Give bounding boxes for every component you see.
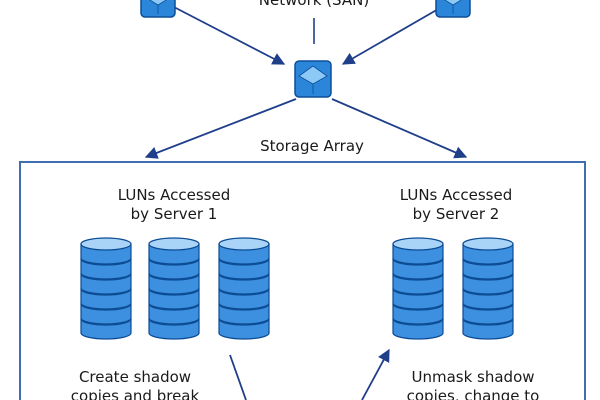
lun-disk-stack-server1	[148, 237, 200, 340]
step-unmask-shadow-line2: copies, change to	[406, 387, 540, 400]
arrow-right-server-to-switch	[341, 7, 441, 65]
arrow-left-server-to-switch	[171, 5, 286, 65]
arrow-create-shadow-copies	[229, 354, 247, 400]
arrow-switch-to-left-luns	[144, 98, 297, 159]
server1-luns-title-line2: by Server 1	[130, 205, 218, 223]
server-2-node-icon	[435, 0, 471, 18]
san-switch-icon	[294, 60, 332, 98]
lun-disk-stack-server1	[218, 237, 270, 340]
storage-array-label: Storage Array	[260, 137, 364, 155]
server2-luns-title-line2: by Server 2	[412, 205, 500, 223]
server1-luns-title-line1: LUNs Accessed	[117, 186, 231, 204]
server-1-node-icon	[140, 0, 176, 18]
lun-disk-stack-server2	[462, 237, 514, 340]
lun-disk-stack-server1	[80, 237, 132, 340]
server2-luns-title-line1: LUNs Accessed	[399, 186, 513, 204]
step-create-shadow-line2: copies and break	[70, 387, 200, 400]
arrow-unmask-shadow-copies	[361, 348, 390, 400]
lun-disk-stack-server2	[392, 237, 444, 340]
network-san-label: Network (SAN)	[258, 0, 370, 9]
arrow-switch-to-right-luns	[331, 98, 468, 159]
storage-array-box	[19, 161, 586, 400]
step-create-shadow-line1: Create shadow	[78, 368, 192, 386]
step-unmask-shadow-line1: Unmask shadow	[411, 368, 535, 386]
